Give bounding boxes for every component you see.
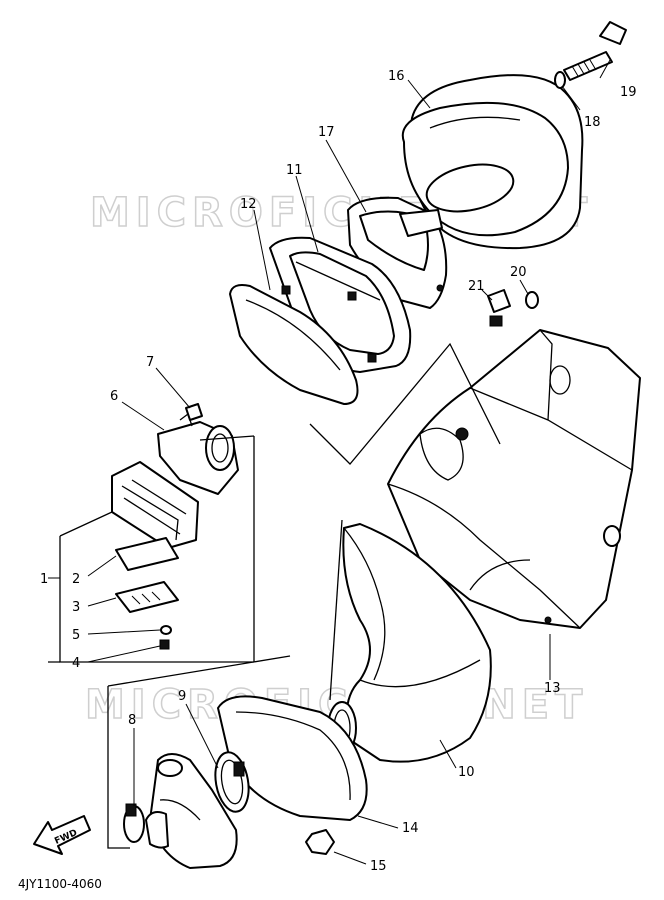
callout-3: 3	[72, 600, 80, 615]
bolt-21	[487, 289, 511, 327]
callout-14: 14	[402, 821, 419, 836]
fwd-arrow-icon: FWD	[33, 815, 91, 855]
callout-5: 5	[72, 628, 80, 643]
callout-20: 20	[510, 265, 527, 280]
callout-2: 2	[72, 572, 80, 587]
callout-9: 9	[178, 689, 186, 704]
screw-4	[159, 639, 170, 650]
air-filter-case	[387, 329, 641, 629]
carburetor	[145, 753, 238, 869]
hose-clamp-8	[123, 803, 145, 843]
callout-15: 15	[370, 859, 387, 874]
callout-21: 21	[468, 279, 485, 294]
callout-4: 4	[72, 656, 80, 671]
washer-5	[160, 625, 172, 635]
joint-flange	[217, 695, 368, 821]
callout-12: 12	[240, 197, 257, 212]
callout-7: 7	[146, 355, 154, 370]
bolt-7	[179, 403, 203, 427]
filter-bolt	[563, 21, 627, 81]
reed-plate-2	[115, 537, 179, 571]
callout-1: 1	[40, 572, 48, 587]
diagram-code: 4JY1100-4060	[18, 877, 102, 891]
hose-clamp-9	[214, 751, 250, 813]
reed-valve-manifold	[157, 421, 239, 495]
filter-washer	[554, 71, 566, 89]
callout-11: 11	[286, 163, 303, 178]
callout-13: 13	[544, 681, 561, 696]
callout-6: 6	[110, 389, 118, 404]
callout-19: 19	[620, 85, 637, 100]
callout-18: 18	[584, 115, 601, 130]
reed-stopper-3	[115, 581, 179, 613]
callout-16: 16	[388, 69, 405, 84]
nut-15	[305, 829, 335, 855]
callout-10: 10	[458, 765, 475, 780]
gasket-plate	[229, 284, 359, 405]
washer-20	[525, 291, 539, 309]
callout-8: 8	[128, 713, 136, 728]
callout-17: 17	[318, 125, 335, 140]
assembly-leader	[309, 342, 501, 465]
